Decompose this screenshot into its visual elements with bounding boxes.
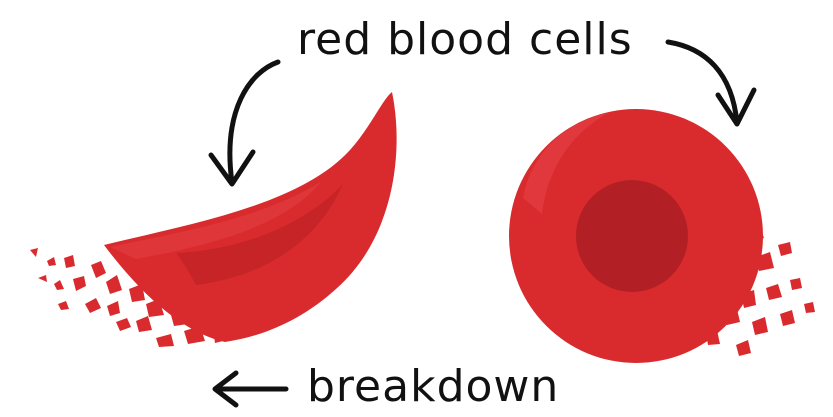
round-cell-icon [509, 109, 763, 363]
top-label: red blood cells [297, 14, 633, 65]
curved-arrow-right-icon [668, 42, 754, 124]
left-arrow-icon [215, 373, 286, 405]
bottom-label: breakdown [307, 361, 559, 412]
curved-arrow-left-icon [211, 62, 278, 184]
